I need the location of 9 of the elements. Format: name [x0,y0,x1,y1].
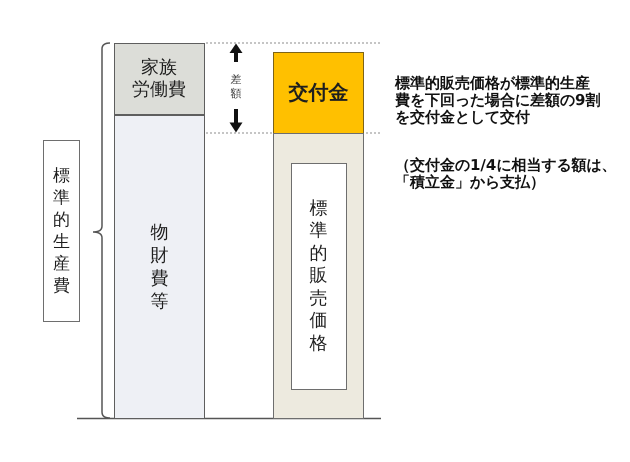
explanation-text: 標準的販売価格が標準的生産費を下回った場合に差額の9割を交付金として交付 [395,74,602,126]
note-text: （交付金の1/4に相当する額は、「積立金」から支払） [395,156,618,190]
dimension-label: 差額 [230,73,242,101]
bar [273,133,364,418]
label-box: 標準的生産費 [43,140,80,322]
bar-segment: 物財費等 [114,114,205,418]
label-box: 標準的販売価格 [290,163,346,390]
bar-segment: 交付金 [273,52,364,134]
bar-segment: 家族労働費 [114,43,205,115]
